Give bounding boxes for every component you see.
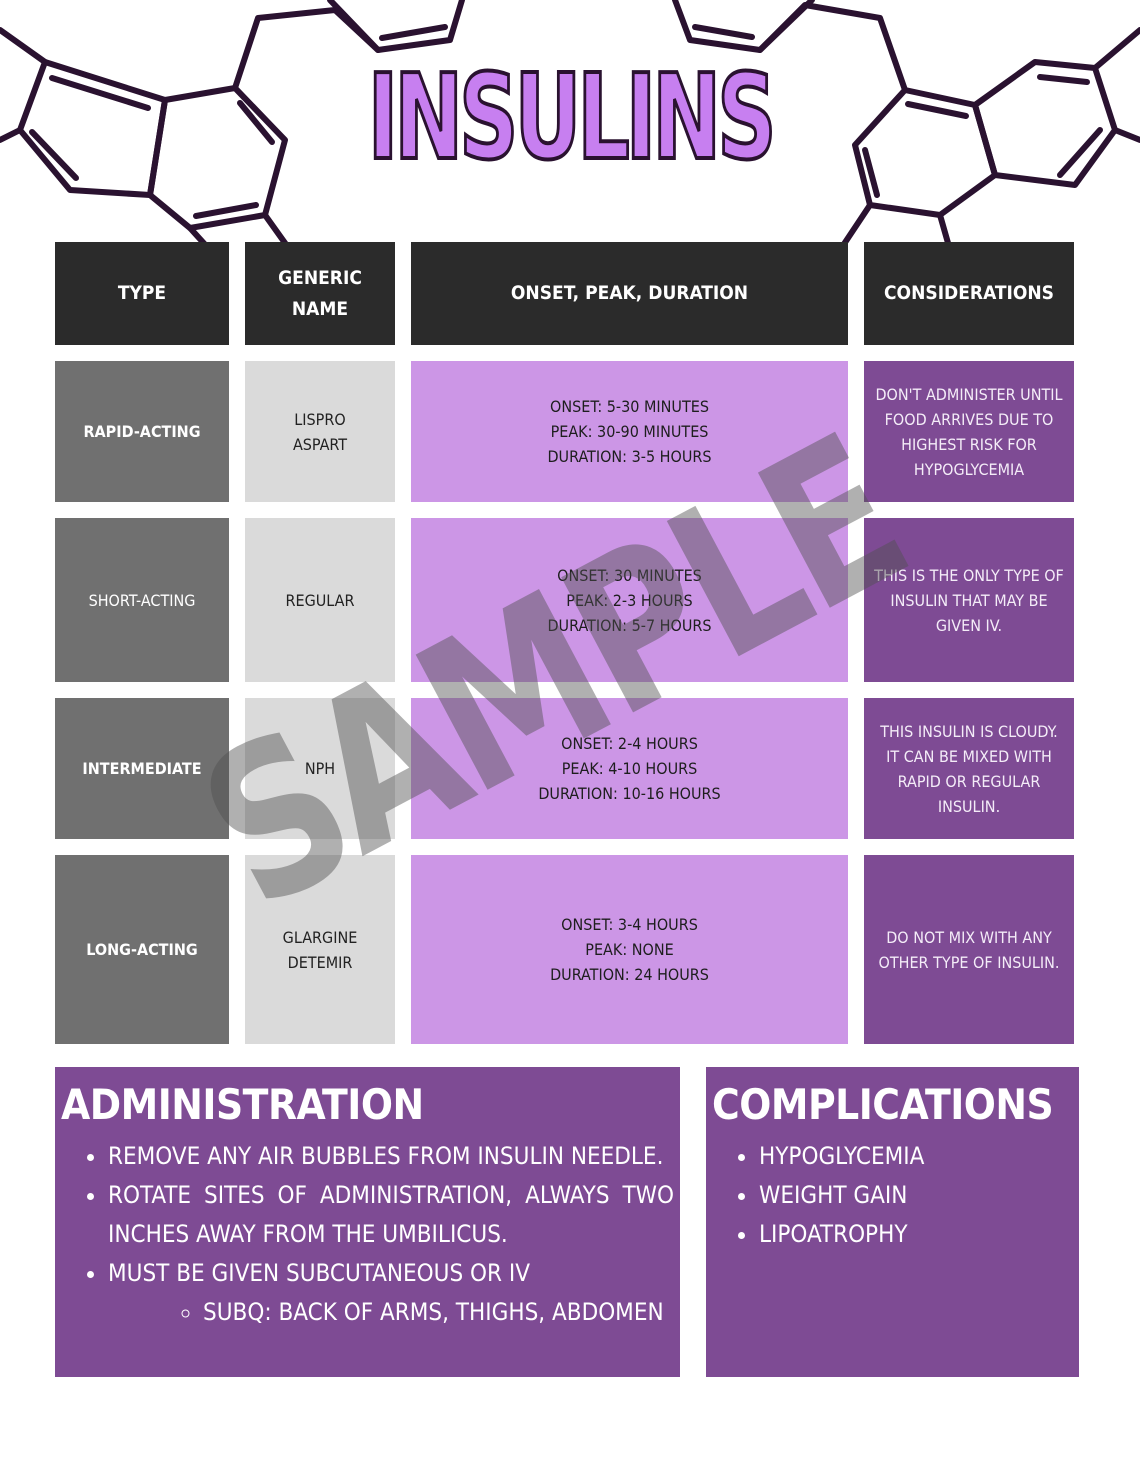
list-item: ROTATE SITES OF ADMINISTRATION, ALWAYS T… (108, 1176, 674, 1254)
type-label: RAPID-ACTING (83, 422, 201, 441)
type-cell: SHORT-ACTING (55, 518, 229, 682)
complications-list: HYPOGLYCEMIA WEIGHT GAIN LIPOATROPHY (706, 1137, 930, 1254)
molecule-decoration (0, 0, 1140, 250)
generic-name: NPH (304, 759, 336, 778)
consideration-line: DO NOT MIX WITH ANY (886, 927, 1052, 947)
peak-text: PEAK: NONE (585, 940, 674, 959)
type-label: SHORT-ACTING (88, 590, 196, 610)
header-considerations-label: CONSIDERATIONS (884, 282, 1054, 304)
header-generic-line: GENERIC (278, 266, 362, 289)
generic-cell: LISPRO ASPART (245, 361, 395, 502)
generic-cell: REGULAR (245, 518, 395, 682)
header-generic-line: NAME (291, 297, 349, 320)
considerations-cell: THIS INSULIN IS CLOUDY. IT CAN BE MIXED … (864, 698, 1074, 839)
onset-text: ONSET: 2-4 HOURS (561, 734, 698, 753)
header-considerations: CONSIDERATIONS (864, 242, 1074, 345)
generic-name: ASPART (292, 434, 348, 454)
page-title: INSULINS (366, 48, 778, 186)
considerations-cell: DON'T ADMINISTER UNTIL FOOD ARRIVES DUE … (864, 361, 1074, 502)
header-generic-name: GENERIC NAME (245, 242, 395, 345)
generic-cell: GLARGINE DETEMIR (245, 855, 395, 1044)
type-label: LONG-ACTING (86, 940, 198, 959)
list-item: MUST BE GIVEN SUBCUTANEOUS OR IV (108, 1254, 674, 1293)
peak-text: PEAK: 4-10 HOURS (561, 759, 698, 778)
administration-panel: ADMINISTRATION REMOVE ANY AIR BUBBLES FR… (55, 1067, 680, 1377)
consideration-line: HIGHEST RISK FOR (901, 434, 1037, 454)
peak-text: PEAK: 30-90 MINUTES (550, 422, 709, 441)
duration-text: DURATION: 24 HOURS (550, 965, 709, 984)
duration-text: DURATION: 5-7 HOURS (547, 615, 712, 635)
generic-name: REGULAR (285, 590, 355, 610)
consideration-line: THIS INSULIN IS CLOUDY. (880, 721, 1058, 741)
list-item: HYPOGLYCEMIA (759, 1137, 924, 1176)
type-cell: INTERMEDIATE (55, 698, 229, 839)
duration-text: DURATION: 3-5 HOURS (547, 447, 712, 466)
consideration-line: DON'T ADMINISTER UNTIL (875, 384, 1063, 404)
consideration-line: HYPOGLYCEMIA (913, 459, 1025, 479)
type-label: INTERMEDIATE (82, 759, 202, 778)
list-item: LIPOATROPHY (759, 1215, 924, 1254)
consideration-line: INSULIN. (937, 796, 1001, 816)
onset-text: ONSET: 5-30 MINUTES (549, 397, 709, 416)
onset-peak-duration-cell: ONSET: 5-30 MINUTES PEAK: 30-90 MINUTES … (411, 361, 848, 502)
generic-name: GLARGINE (282, 927, 358, 947)
peak-text: PEAK: 2-3 HOURS (566, 590, 693, 610)
onset-peak-duration-cell: ONSET: 3-4 HOURS PEAK: NONE DURATION: 24… (411, 855, 848, 1044)
duration-text: DURATION: 10-16 HOURS (538, 784, 721, 803)
administration-heading: ADMINISTRATION (61, 1080, 424, 1129)
administration-sublist: SUBQ: BACK OF ARMS, THIGHS, ABDOMEN (108, 1293, 674, 1332)
consideration-line: FOOD ARRIVES DUE TO (884, 409, 1054, 429)
consideration-line: INSULIN THAT MAY BE (890, 590, 1048, 610)
onset-text: ONSET: 3-4 HOURS (561, 915, 698, 934)
list-item: REMOVE ANY AIR BUBBLES FROM INSULIN NEED… (108, 1137, 674, 1176)
onset-peak-duration-cell: ONSET: 2-4 HOURS PEAK: 4-10 HOURS DURATI… (411, 698, 848, 839)
consideration-line: RAPID OR REGULAR (897, 771, 1041, 791)
administration-list: REMOVE ANY AIR BUBBLES FROM INSULIN NEED… (55, 1137, 680, 1332)
considerations-cell: DO NOT MIX WITH ANY OTHER TYPE OF INSULI… (864, 855, 1074, 1044)
list-item: WEIGHT GAIN (759, 1176, 924, 1215)
header-type: TYPE (55, 242, 229, 345)
considerations-cell: THIS IS THE ONLY TYPE OF INSULIN THAT MA… (864, 518, 1074, 682)
consideration-line: OTHER TYPE OF INSULIN. (878, 952, 1060, 972)
header-onset-peak-duration: ONSET, PEAK, DURATION (411, 242, 848, 345)
consideration-line: IT CAN BE MIXED WITH (886, 746, 1052, 766)
onset-peak-duration-cell: ONSET: 30 MINUTES PEAK: 2-3 HOURS DURATI… (411, 518, 848, 682)
header-opd-label: ONSET, PEAK, DURATION (510, 282, 749, 304)
consideration-line: THIS IS THE ONLY TYPE OF (874, 565, 1064, 585)
generic-cell: NPH (245, 698, 395, 839)
consideration-line: GIVEN IV. (935, 615, 1003, 635)
type-cell: RAPID-ACTING (55, 361, 229, 502)
generic-name: DETEMIR (287, 952, 353, 972)
type-cell: LONG-ACTING (55, 855, 229, 1044)
complications-panel: COMPLICATIONS HYPOGLYCEMIA WEIGHT GAIN L… (706, 1067, 1079, 1377)
list-subitem: SUBQ: BACK OF ARMS, THIGHS, ABDOMEN (203, 1293, 674, 1332)
onset-text: ONSET: 30 MINUTES (557, 565, 702, 585)
generic-name: LISPRO (294, 409, 346, 429)
complications-heading: COMPLICATIONS (712, 1080, 1054, 1129)
header-type-label: TYPE (117, 282, 167, 304)
